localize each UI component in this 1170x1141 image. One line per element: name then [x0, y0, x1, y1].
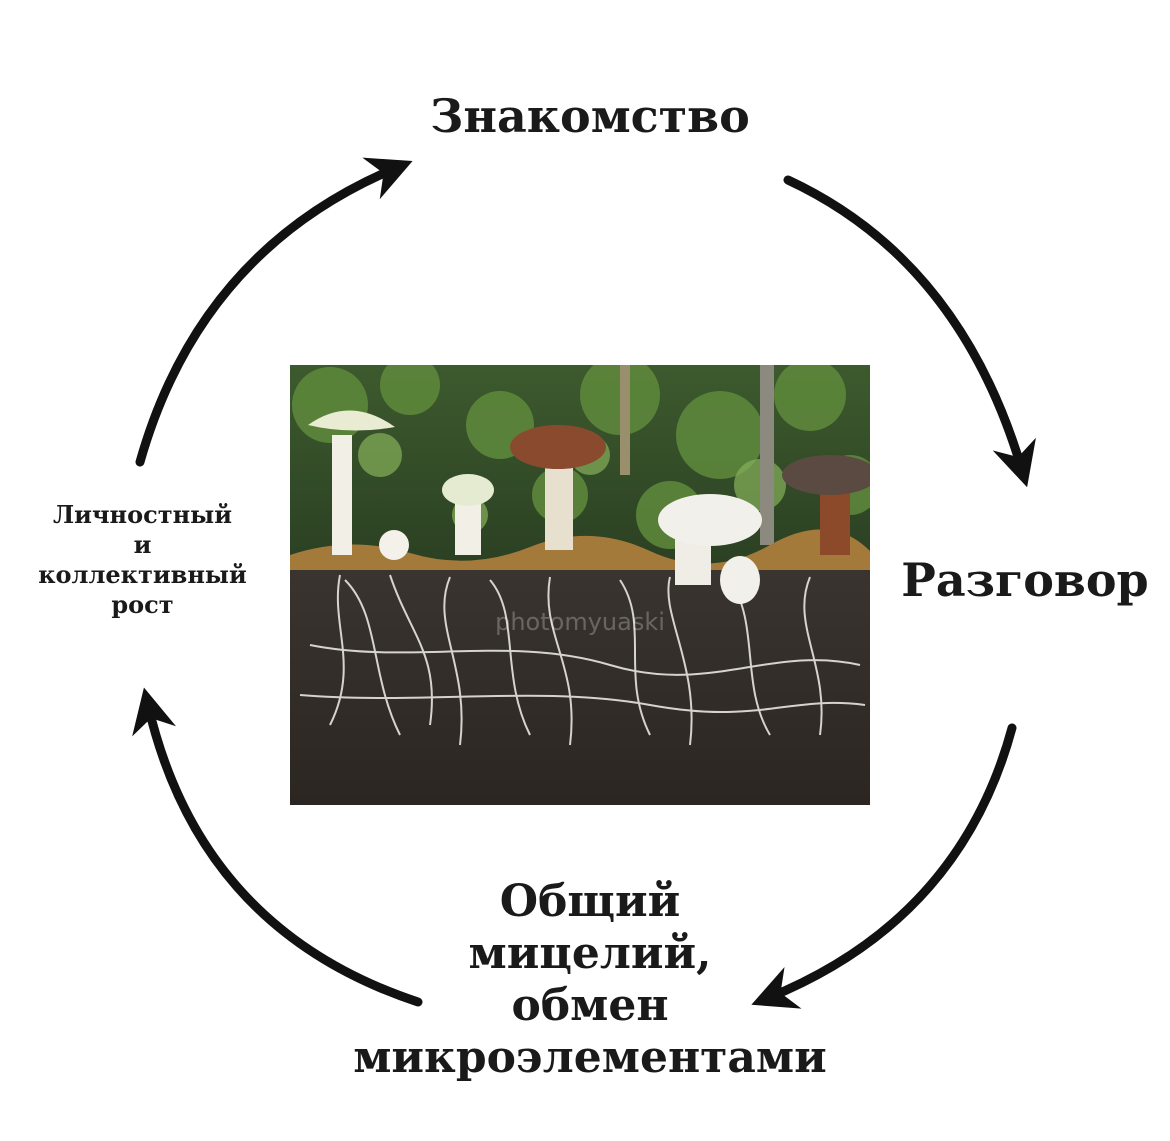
stage-label-growth: Личностный и коллективный рост	[10, 500, 275, 620]
puffball	[379, 530, 409, 560]
stage-label-acquaintance: Знакомство	[380, 88, 800, 144]
mushroom-small-white	[442, 474, 494, 555]
mushroom-mycelium-photo: photomyuaski	[290, 365, 870, 805]
stage-bottom-line-1: Общий	[499, 876, 681, 927]
mushroom-white-tall	[308, 410, 395, 555]
photo-watermark: photomyuaski	[495, 608, 665, 636]
stage-right-line-1: Разговор	[901, 553, 1149, 607]
stage-bottom-line-2: мицелий,	[468, 928, 712, 979]
stage-label-shared-mycelium: Общий мицелий, обмен микроэлементами	[310, 876, 870, 1084]
tree-trunk-2	[620, 365, 630, 475]
mushroom-brown-cap	[510, 425, 606, 550]
stage-top-line-1: Знакомство	[430, 89, 750, 143]
mushroom-champignon	[658, 494, 762, 604]
tree-trunk	[760, 365, 774, 545]
arrow-bottom-right	[751, 723, 1017, 1009]
stage-bottom-line-3: обмен	[511, 980, 669, 1031]
mushroom-dark-cap	[782, 455, 870, 555]
stage-left-line-2: и	[133, 530, 152, 559]
arrow-top-left	[135, 157, 413, 467]
stage-label-conversation: Разговор	[885, 552, 1165, 608]
arrow-bottom-left	[132, 687, 423, 1007]
stage-left-line-3: коллективный	[38, 560, 247, 589]
stage-bottom-line-4: микроэлементами	[353, 1032, 827, 1083]
stage-left-line-1: Личностный	[52, 500, 233, 529]
soil-cross-section	[290, 570, 870, 805]
arrow-top-right	[783, 175, 1036, 488]
stage-left-line-4: рост	[111, 590, 174, 619]
